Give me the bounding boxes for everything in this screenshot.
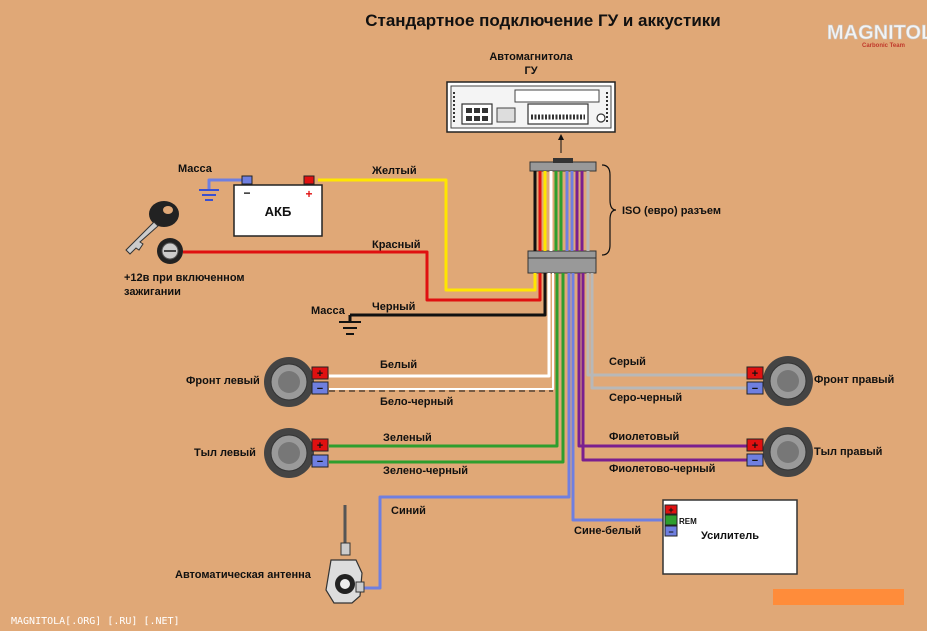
harness-wires xyxy=(533,171,590,251)
magnitola-logo: MAGNITOLA Carbonic Team xyxy=(827,22,927,49)
label-white-black: Бело-черный xyxy=(380,396,453,408)
wire-runs xyxy=(183,178,748,590)
ground-label: Масса xyxy=(311,305,346,317)
speaker-plus-terminal xyxy=(311,438,329,452)
head-unit-main-socket xyxy=(527,103,589,125)
wire-white xyxy=(329,273,551,378)
label-rear-left: Тыл левый xyxy=(194,447,256,459)
wire-green-black xyxy=(329,273,565,464)
ignition-switch-icon xyxy=(157,238,183,264)
battery-negative-terminal xyxy=(241,175,253,185)
amplifier-minus-terminal xyxy=(664,525,678,537)
wire-blue xyxy=(361,273,571,590)
speaker-minus-sign: − xyxy=(752,383,758,395)
speaker-plus-sign: + xyxy=(752,440,758,452)
amplifier-label: Усилитель xyxy=(701,530,759,542)
footer-watermark: MAGNITOLA[.ORG] [.RU] [.NET] xyxy=(11,616,180,627)
amplifier-plus-sign: + xyxy=(668,505,673,515)
ignition-key-icon xyxy=(125,201,179,255)
battery-plus-sign: + xyxy=(305,187,312,201)
wire-violet-black xyxy=(581,273,748,462)
iso-connector xyxy=(527,158,597,274)
head-unit-label-1: Автомагнитола xyxy=(489,51,573,63)
wire-green xyxy=(329,273,559,448)
accent-bar xyxy=(773,589,904,605)
speaker-front-left: + − xyxy=(264,357,329,407)
speaker-front-right: + − xyxy=(746,356,813,406)
speaker-minus-sign: − xyxy=(317,456,323,468)
arrow-up-icon xyxy=(558,134,564,153)
ignition-label-2: зажигании xyxy=(124,286,181,298)
head-unit-label-2: ГУ xyxy=(524,65,537,77)
battery-ground-label: Масса xyxy=(178,163,213,175)
label-yellow: Желтый xyxy=(371,165,417,177)
battery-label: АКБ xyxy=(265,204,292,219)
amplifier: + − REM Усилитель xyxy=(662,499,798,575)
antenna-label: Автоматическая антенна xyxy=(175,569,312,581)
antenna-icon xyxy=(325,505,365,604)
head-unit xyxy=(446,81,616,133)
wire-violet xyxy=(577,273,748,448)
label-front-right: Фронт правый xyxy=(814,374,894,386)
speaker-plus-terminal xyxy=(746,438,764,452)
speaker-minus-terminal xyxy=(746,381,764,395)
label-white: Белый xyxy=(380,359,417,371)
wire-gray-black xyxy=(590,273,748,390)
label-red: Красный xyxy=(372,239,420,251)
logo-subtext: Carbonic Team xyxy=(862,43,905,49)
label-green: Зеленый xyxy=(383,432,432,444)
ignition-label-1: +12в при включенном xyxy=(124,272,245,284)
wire-blue-white xyxy=(571,273,663,522)
label-front-left: Фронт левый xyxy=(186,375,260,387)
speaker-minus-terminal xyxy=(311,381,329,395)
logo-text: MAGNITOLA xyxy=(827,22,927,44)
label-blue-white: Сине-белый xyxy=(574,525,641,537)
iso-connector-label: ISO (евро) разъем xyxy=(622,205,721,217)
speaker-minus-terminal xyxy=(311,454,329,468)
speaker-plus-sign: + xyxy=(752,368,758,380)
wire-gray xyxy=(586,273,748,377)
ground-symbol-icon xyxy=(199,189,219,201)
wire-black xyxy=(350,273,547,317)
wire-white-black xyxy=(329,273,554,390)
label-blue: Синий xyxy=(391,505,426,517)
amplifier-plus-terminal xyxy=(664,504,678,515)
label-green-black: Зелено-черный xyxy=(383,465,468,477)
speaker-plus-sign: + xyxy=(317,440,323,452)
diagram-title: Стандартное подключение ГУ и аккустики xyxy=(365,11,721,30)
amplifier-minus-sign: − xyxy=(668,527,673,537)
speaker-rear-right: + − xyxy=(746,427,813,477)
label-rear-right: Тыл правый xyxy=(814,446,882,458)
label-gray-black: Серо-черный xyxy=(609,392,682,404)
label-violet: Фиолетовый xyxy=(609,431,679,443)
speaker-plus-terminal xyxy=(311,366,329,380)
wire-red xyxy=(183,250,542,302)
speaker-plus-terminal xyxy=(746,366,764,380)
wire-battery-ground xyxy=(207,178,247,190)
label-violet-black: Фиолетово-черный xyxy=(609,463,715,475)
battery: − + АКБ xyxy=(233,175,323,237)
iso-bracket xyxy=(601,164,617,256)
head-unit-grille xyxy=(453,92,608,124)
amplifier-rem-label: REM xyxy=(679,517,697,526)
speaker-minus-terminal xyxy=(746,453,764,467)
label-gray: Серый xyxy=(609,356,646,368)
wire-yellow xyxy=(318,178,537,292)
speaker-minus-sign: − xyxy=(752,455,758,467)
ground-symbol-icon xyxy=(339,321,361,335)
speaker-minus-sign: − xyxy=(317,383,323,395)
battery-positive-terminal xyxy=(303,175,315,185)
label-black: Черный xyxy=(372,301,415,313)
battery-minus-sign: − xyxy=(243,186,250,200)
speaker-plus-sign: + xyxy=(317,368,323,380)
speaker-rear-left: + − xyxy=(264,428,329,478)
amplifier-rem-terminal xyxy=(664,514,678,526)
